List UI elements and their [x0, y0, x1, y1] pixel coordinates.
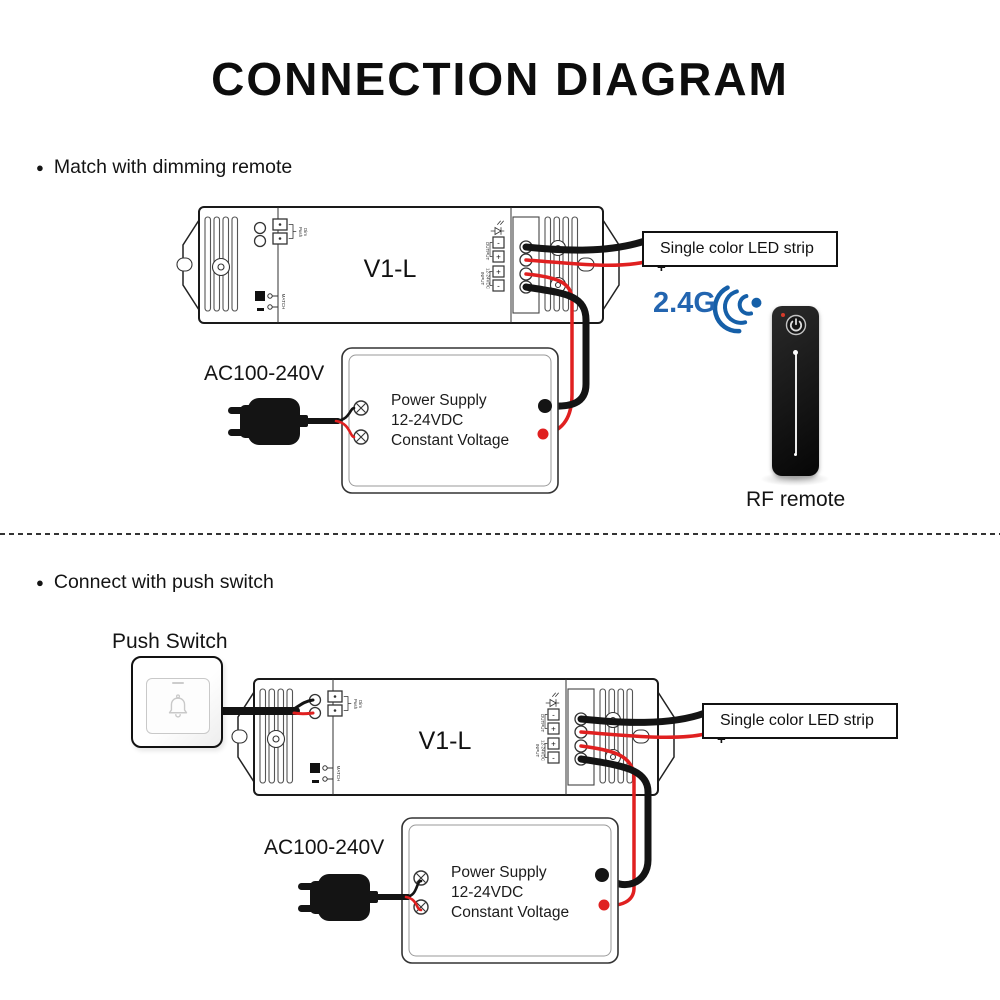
led-strip-label-1: Single color LED strip	[642, 231, 838, 267]
power-supply2-text: Power Supply 12-24VDC Constant Voltage	[451, 863, 569, 923]
controller-section2	[231, 678, 675, 796]
push-switch-device	[131, 656, 223, 748]
led1-plus: +	[657, 259, 666, 276]
psu2-dc-black-terminal	[595, 868, 609, 882]
wires-switch-to-controller2	[218, 698, 315, 716]
controller-section1	[176, 206, 620, 324]
led-strip1-text: Single color LED strip	[660, 240, 814, 257]
power-button-icon	[785, 314, 807, 336]
push-switch-button	[146, 678, 210, 734]
rf-remote-label: RF remote	[746, 488, 846, 511]
wires-controller2-to-psu	[577, 744, 652, 907]
ac-plug-2	[298, 874, 378, 921]
section1-heading: ● Match with dimming remote	[36, 156, 292, 179]
ac-input-label-2: AC100-240V	[264, 836, 385, 859]
doorbell-icon	[168, 694, 188, 718]
ac-input-label-1: AC100-240V	[204, 362, 325, 385]
push-switch-label: Push Switch	[112, 630, 228, 653]
wireless-2-4g-label: 2.4G	[653, 287, 716, 319]
remote-indicator-led	[781, 313, 785, 317]
wires-controller2-to-led	[577, 709, 709, 740]
psu2-line2: 12-24VDC	[451, 884, 524, 901]
led-strip2-text: Single color LED strip	[720, 712, 874, 729]
rf-remote-device	[772, 306, 819, 476]
section2-heading-label: Connect with push switch	[53, 571, 274, 593]
remote-shadow	[760, 472, 830, 486]
led-strip-label-2: Single color LED strip	[702, 703, 898, 739]
wifi-signal-icon	[712, 285, 762, 334]
psu2-line3: Constant Voltage	[451, 904, 570, 921]
psu2-line1: Power Supply	[451, 864, 547, 881]
plug1-cord	[297, 406, 356, 439]
psu1-line2: 12-24VDC	[391, 412, 464, 429]
section-divider	[0, 533, 1000, 535]
psu1-line3: Constant Voltage	[391, 432, 510, 449]
dimming-slider	[793, 350, 798, 456]
section1-heading-label: Match with dimming remote	[53, 156, 293, 178]
ac-plug-1	[228, 398, 308, 445]
bullet-icon: ●	[36, 160, 44, 175]
psu2-dc-red-terminal	[598, 899, 610, 911]
wires-controller1-to-psu	[522, 272, 590, 436]
psu1-dc-red-terminal	[537, 428, 549, 440]
led2-plus: +	[717, 731, 726, 748]
plug2-cord	[367, 879, 423, 912]
section2-heading: ● Connect with push switch	[36, 571, 274, 594]
bullet-icon: ●	[36, 575, 44, 590]
switch-nub	[172, 682, 184, 684]
slider-top-dot	[793, 350, 798, 355]
slider-bottom-dot	[793, 452, 798, 456]
psu1-line1: Power Supply	[391, 392, 487, 409]
wires-controller1-to-led	[522, 237, 649, 267]
psu1-dc-black-terminal	[538, 399, 552, 413]
page-title: CONNECTION DIAGRAM	[211, 53, 789, 105]
power-supply1-text: Power Supply 12-24VDC Constant Voltage	[391, 391, 509, 451]
